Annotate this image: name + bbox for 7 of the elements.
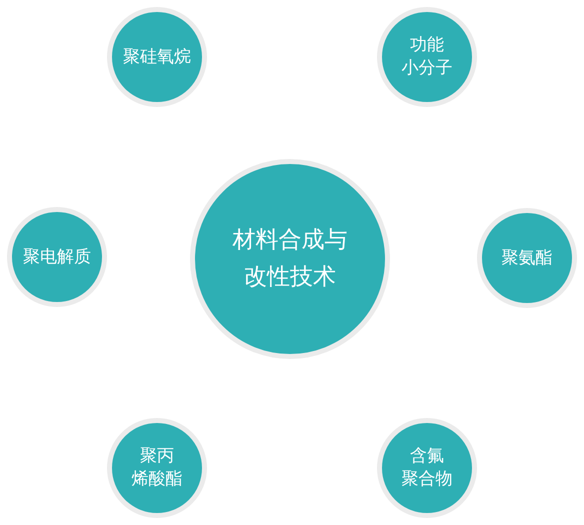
topic-label: 聚硅氧烷 [123,46,191,68]
topic-label: 聚电解质 [23,246,91,268]
hub-label: 材料合成与改性技术 [232,226,348,292]
topic-label: 含氟聚合物 [401,445,453,491]
topic-label: 功能小分子 [401,34,453,80]
topic-label: 聚丙烯酸酯 [131,445,183,491]
topic-label: 聚氨酯 [502,246,552,270]
